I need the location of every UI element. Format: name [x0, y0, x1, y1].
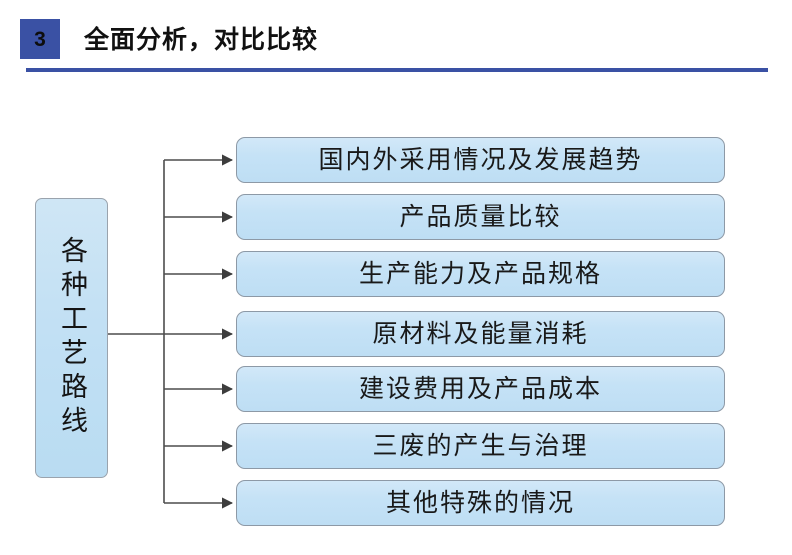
root-node[interactable]: 各种工艺路线: [35, 198, 108, 478]
branch-node-6[interactable]: 三废的产生与治理: [236, 423, 725, 469]
branch-node-label: 原材料及能量消耗: [372, 320, 589, 348]
connector-lines: [108, 154, 234, 509]
branch-node-4[interactable]: 原材料及能量消耗: [236, 311, 725, 357]
process-comparison-diagram: 各种工艺路线 国内外采用情况及发展趋势 产品质量比较 生产能力及产品规格 原材料…: [0, 80, 792, 555]
header-divider: [26, 68, 768, 72]
branch-node-label: 其他特殊的情况: [385, 489, 575, 517]
branch-node-label: 三废的产生与治理: [372, 432, 589, 460]
branch-node-label: 产品质量比较: [399, 203, 562, 231]
branch-node-label: 国内外采用情况及发展趋势: [318, 146, 643, 174]
section-number-badge: 3: [20, 19, 60, 59]
branch-node-label: 生产能力及产品规格: [358, 260, 602, 288]
branch-node-1[interactable]: 国内外采用情况及发展趋势: [236, 137, 725, 183]
branch-node-label: 建设费用及产品成本: [358, 375, 602, 403]
page-title: 全面分析，对比比较: [84, 26, 319, 54]
root-node-label: 各种工艺路线: [57, 236, 87, 440]
branch-node-3[interactable]: 生产能力及产品规格: [236, 251, 725, 297]
branch-node-7[interactable]: 其他特殊的情况: [236, 480, 725, 526]
branch-node-5[interactable]: 建设费用及产品成本: [236, 366, 725, 412]
slide-header: 3 全面分析，对比比较: [0, 0, 792, 80]
branch-node-2[interactable]: 产品质量比较: [236, 194, 725, 240]
